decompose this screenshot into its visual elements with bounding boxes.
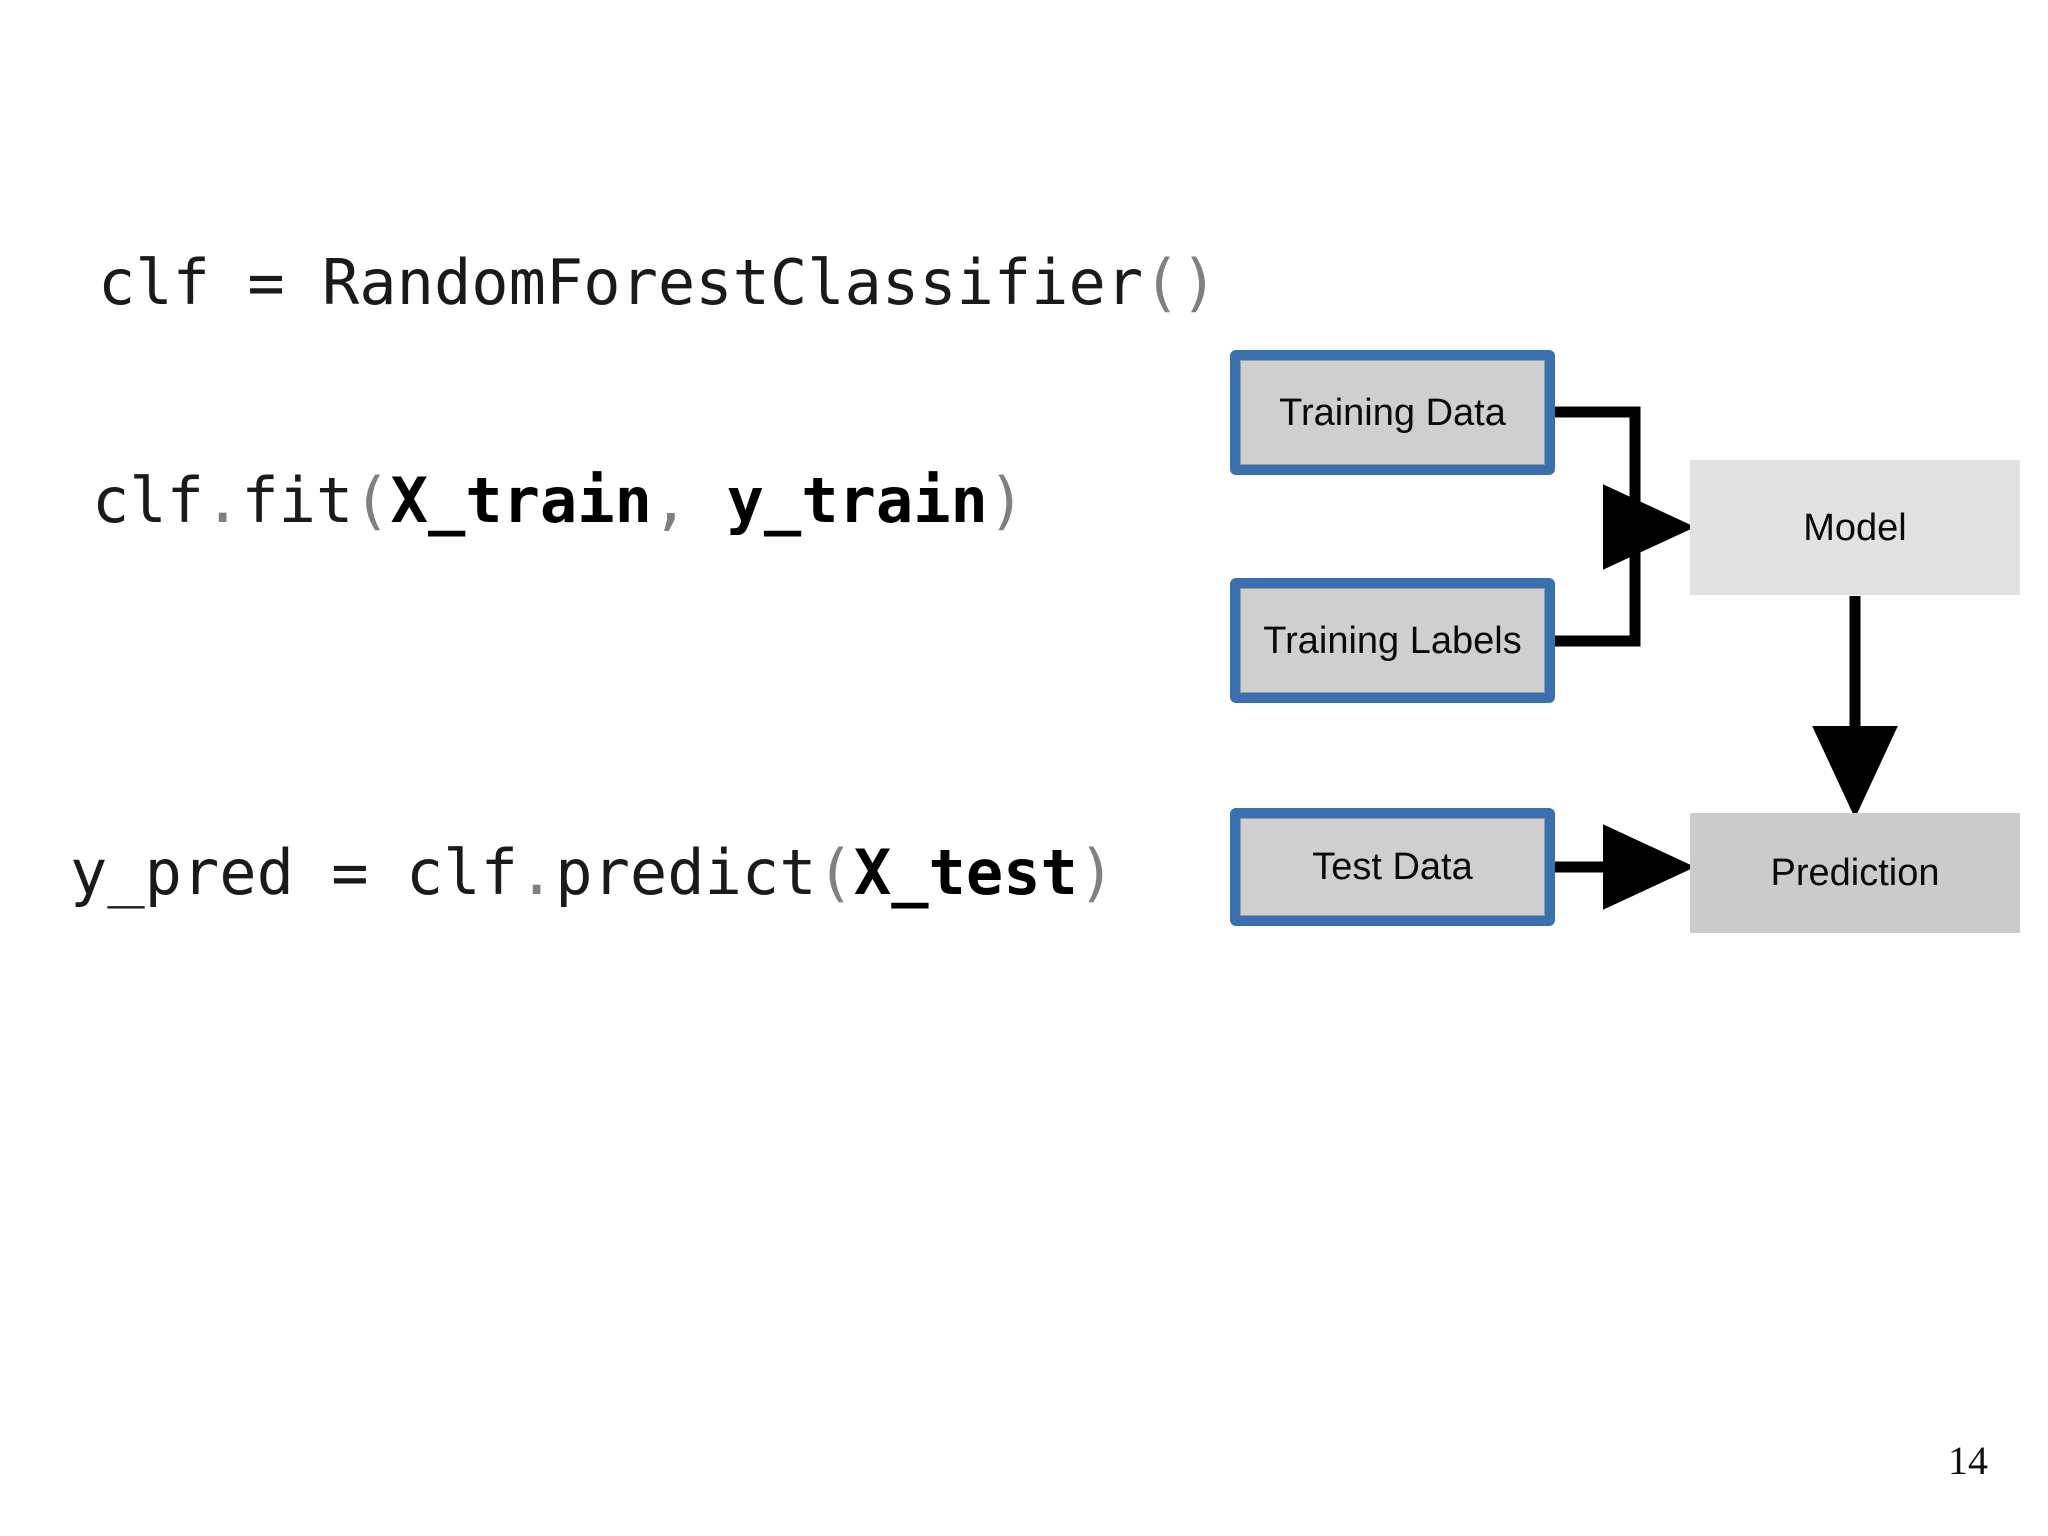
code-line-instantiate-classifier: clf = RandomForestClassifier() xyxy=(98,252,1218,314)
edge-training-inputs-bus xyxy=(1555,406,1641,647)
node-training-data-inner: Training Data xyxy=(1240,360,1545,465)
code-token: X_test xyxy=(853,836,1078,909)
code-token: y_pred xyxy=(70,836,332,909)
node-model[interactable]: Model xyxy=(1690,460,2020,595)
node-training-data-label: Training Data xyxy=(1279,391,1506,434)
code-token: y_train xyxy=(726,464,988,537)
code-token: . xyxy=(517,836,556,909)
code-line-fit-model: clf.fit(X_train, y_train) xyxy=(92,470,1025,532)
code-token: fit xyxy=(241,464,354,537)
code-token: ) xyxy=(987,464,1026,537)
code-token: X_train xyxy=(390,464,652,537)
node-training-data[interactable]: Training Data xyxy=(1230,350,1555,475)
code-token: clf xyxy=(92,464,204,537)
node-test-data-label: Test Data xyxy=(1312,846,1473,888)
code-token: predict xyxy=(555,836,817,909)
code-token: = xyxy=(331,836,406,909)
code-token: ( xyxy=(816,836,854,909)
node-prediction[interactable]: Prediction xyxy=(1690,813,2020,933)
node-test-data-inner: Test Data xyxy=(1240,818,1545,916)
code-token: ( xyxy=(353,464,391,537)
code-token: RandomForestClassifier xyxy=(321,246,1144,319)
node-training-labels-inner: Training Labels xyxy=(1240,588,1545,693)
node-training-labels-label: Training Labels xyxy=(1263,619,1522,662)
node-prediction-label: Prediction xyxy=(1770,852,1940,894)
code-line-predict: y_pred = clf.predict(X_test) xyxy=(70,842,1115,904)
node-training-labels[interactable]: Training Labels xyxy=(1230,578,1555,703)
node-test-data[interactable]: Test Data xyxy=(1230,808,1555,926)
code-token: = xyxy=(247,246,322,319)
ml-workflow-diagram: Training Data Training Labels Test Data … xyxy=(1230,350,2020,970)
code-token: ) xyxy=(1077,836,1116,909)
code-token xyxy=(689,464,726,537)
code-token: clf xyxy=(405,836,518,909)
code-token: clf xyxy=(98,246,248,319)
code-token: () xyxy=(1143,246,1218,319)
code-token: . xyxy=(203,464,242,537)
code-token: , xyxy=(651,464,690,537)
node-model-label: Model xyxy=(1803,506,1907,549)
page-number: 14 xyxy=(1948,1438,1988,1483)
